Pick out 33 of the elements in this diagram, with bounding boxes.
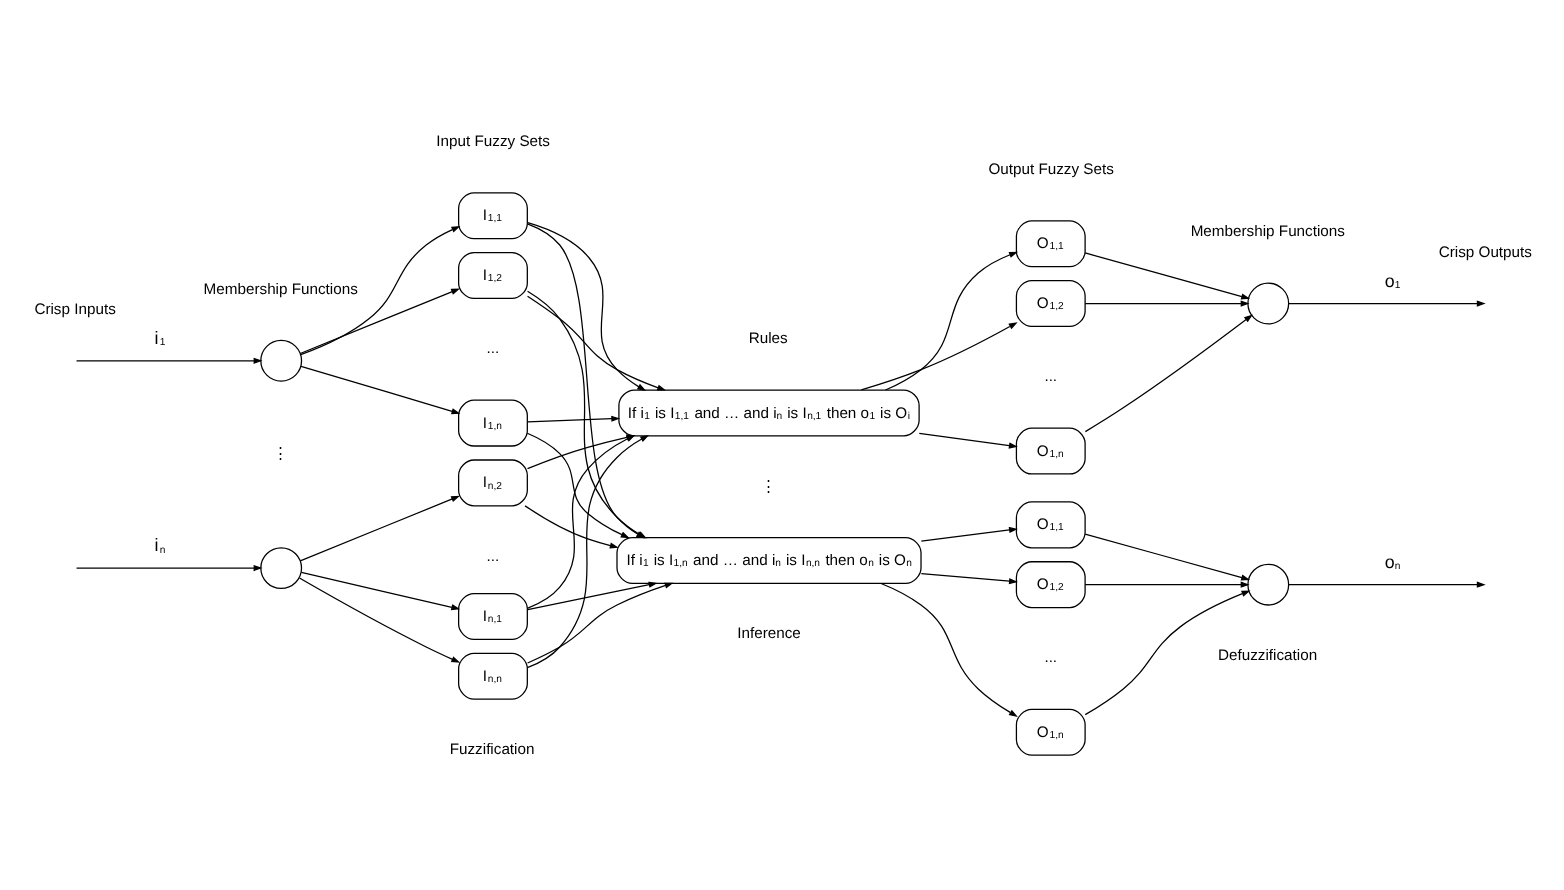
arrow [299,364,460,414]
arrow [525,294,666,390]
arrow [526,221,646,390]
arrow [1083,580,1249,587]
arrow [883,250,1017,390]
arrow [74,356,262,363]
arrow [74,564,262,571]
arrow [526,580,657,610]
arrow [525,431,629,538]
arrow [297,576,460,662]
arrow [1083,251,1250,299]
arrow [523,504,618,548]
arrow [298,287,460,354]
arrow [298,494,460,561]
arrow [859,321,1017,390]
node-circle [1246,562,1289,605]
arrow [525,581,673,663]
arrow [1083,299,1249,306]
arrow [879,581,1017,716]
node-circle [1246,281,1289,324]
arrow [919,571,1017,584]
arrow [299,570,460,610]
arrow [1287,299,1485,306]
arrow [1287,580,1485,587]
node-circle [259,546,302,589]
arrow [1083,589,1250,715]
arrow [1083,532,1250,580]
arrow [299,225,460,355]
arrow [917,431,1017,448]
arrow [1083,313,1252,432]
arrow [919,525,1017,541]
arrow [526,414,620,422]
node-circle [259,338,302,381]
